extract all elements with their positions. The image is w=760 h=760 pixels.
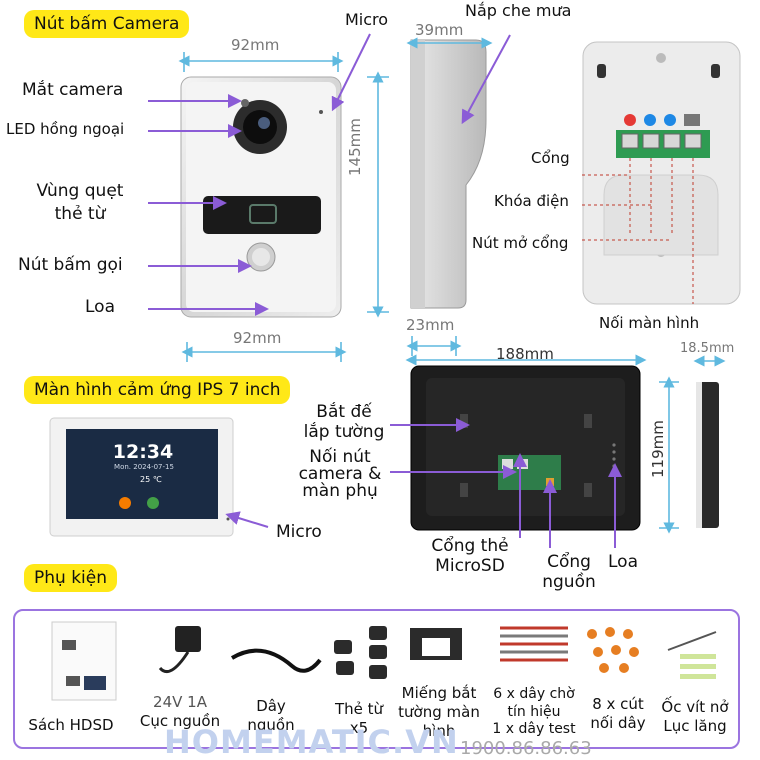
camera-width-top: 92mm bbox=[231, 36, 280, 54]
camera-width-bottom: 92mm bbox=[233, 329, 282, 347]
card-area-label: Vùng quẹt thẻ từ bbox=[36, 181, 124, 224]
monitor-depth: 18.5mm bbox=[680, 341, 735, 356]
call-button-label: Nút bấm gọi bbox=[18, 255, 123, 275]
gate-label: Cổng bbox=[531, 149, 570, 167]
dimension-lines bbox=[178, 37, 726, 534]
camera-section-title: Nút bấm Camera bbox=[24, 10, 190, 38]
camera-connect-label: Nối nút camera & màn phụ bbox=[298, 447, 382, 501]
accessory-cards: Thẻ từ x5 bbox=[334, 700, 384, 737]
wall-bracket-icon bbox=[410, 628, 462, 660]
power-cable-icon bbox=[230, 648, 322, 673]
accessory-screws: Ốc vít nở Lục lăng bbox=[661, 698, 729, 735]
watermark-brand: HOMEMATIC.VN bbox=[164, 723, 459, 760]
accessory-manual: Sách HDSD bbox=[28, 716, 114, 734]
monitor-connect-label: Nối màn hình bbox=[599, 314, 700, 332]
monitor-front-view bbox=[49, 417, 234, 537]
card-tag-icon bbox=[334, 626, 387, 679]
signal-wire-icon bbox=[500, 626, 568, 662]
power-port-label: Cổng nguồn bbox=[542, 552, 596, 592]
camera-back-view bbox=[582, 41, 741, 305]
rain-cover-label: Nắp che mưa bbox=[465, 1, 572, 20]
microsd-label: Cổng thẻ MicroSD bbox=[431, 536, 509, 576]
monitor-speaker-label: Loa bbox=[608, 552, 638, 572]
camera-depth-bottom: 23mm bbox=[406, 316, 455, 334]
lens-label: Mắt camera bbox=[22, 80, 124, 100]
watermark-phone: 1900.86.86.63 bbox=[460, 738, 592, 759]
screen-date: Mon. 2024-07-15 bbox=[114, 463, 174, 471]
camera-front-view bbox=[180, 76, 342, 318]
monitor-width: 188mm bbox=[496, 345, 554, 363]
camera-depth-top: 39mm bbox=[415, 21, 464, 39]
power-adapter-icon bbox=[158, 626, 201, 673]
screen-temperature: 25 ℃ bbox=[140, 475, 162, 484]
accessory-wire-nuts: 8 x cút nối dây bbox=[590, 695, 646, 732]
camera-side-view bbox=[410, 39, 487, 309]
gate-button-label: Nút mở cổng bbox=[472, 234, 569, 252]
camera-speaker-label: Loa bbox=[85, 297, 115, 317]
wire-nut-icon bbox=[587, 627, 639, 673]
lock-label: Khóa điện bbox=[494, 192, 569, 210]
mount-label: Bắt đế lắp tường bbox=[303, 402, 385, 442]
accessory-adapter: 24V 1A Cục nguồn bbox=[139, 693, 221, 730]
ir-led-label: LED hồng ngoại bbox=[6, 120, 125, 138]
screen-section-title: Màn hình cảm ứng IPS 7 inch bbox=[24, 376, 291, 404]
monitor-micro-label: Micro bbox=[276, 522, 322, 542]
screen-clock: 12:34 bbox=[112, 441, 174, 463]
screw-anchor-icon bbox=[667, 631, 717, 679]
accessories-panel bbox=[13, 609, 740, 749]
callout-arrows bbox=[148, 33, 622, 548]
accessory-power-cable: Dây nguồn bbox=[247, 697, 295, 734]
camera-micro-label: Micro bbox=[345, 10, 389, 29]
accessory-bracket: Miếng bắt tường màn hình bbox=[398, 684, 480, 740]
accessories-section-title: Phụ kiện bbox=[24, 564, 118, 592]
accessory-signal-wires: 6 x dây chờ tín hiệu 1 x dây test bbox=[492, 686, 576, 737]
